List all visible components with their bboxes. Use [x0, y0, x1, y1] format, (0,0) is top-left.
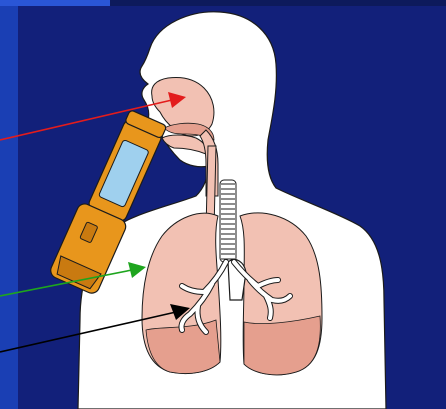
trachea: [220, 180, 236, 262]
top-accent-bar: [0, 0, 110, 6]
left-accent-bar: [0, 0, 18, 409]
